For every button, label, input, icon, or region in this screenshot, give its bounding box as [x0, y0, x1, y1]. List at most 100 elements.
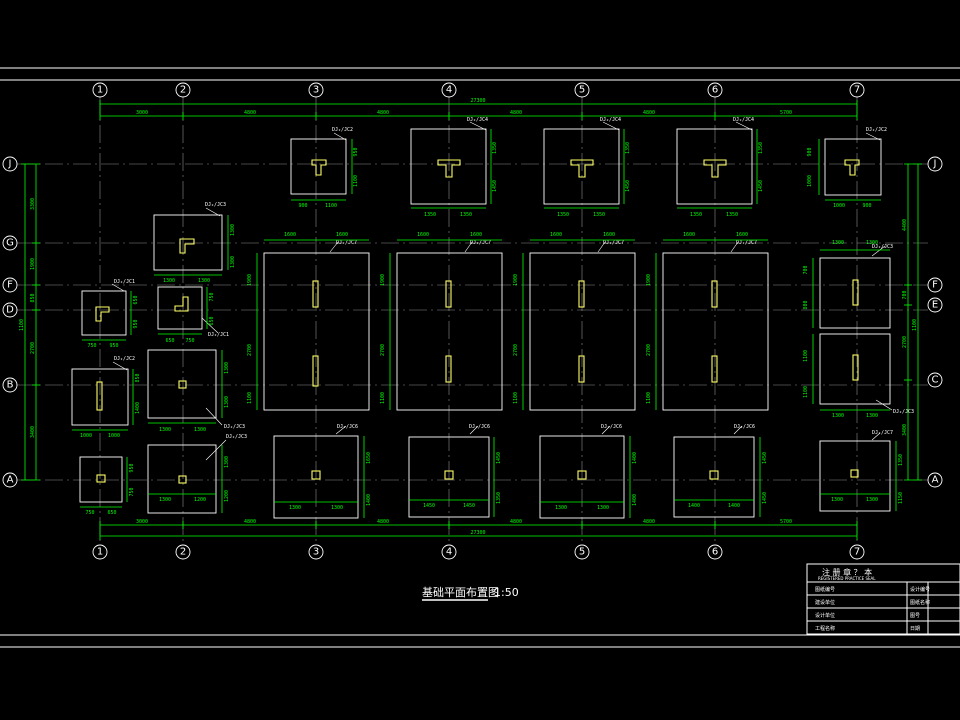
footing-g-2[interactable]: DJ₂/JC3 1300 1300 1300 1300: [153, 202, 236, 284]
svg-text:1400: 1400: [688, 503, 700, 509]
svg-text:650: 650: [209, 316, 215, 325]
title-block-subheader: REGISTERED PRACTICE SEAL: [818, 576, 876, 581]
dim-top-5: 4800: [643, 110, 655, 116]
svg-text:1350: 1350: [496, 492, 502, 504]
axis-label-C-right: C: [932, 375, 939, 386]
footing-a-6[interactable]: DJ₂/JC6 1400 1400 1450 1450: [673, 424, 768, 518]
footing-combined-5[interactable]: DJ₂/JC7 1600 1600 1900 2700 1100: [513, 232, 636, 411]
axis-label-3: 3: [313, 85, 319, 96]
axis-label-3-bottom: 3: [313, 547, 319, 558]
svg-text:1300: 1300: [832, 240, 844, 246]
svg-text:1300: 1300: [224, 362, 230, 374]
axis-label-5-bottom: 5: [579, 547, 585, 558]
svg-text:1300: 1300: [194, 427, 206, 433]
title-block-right-row-2: 图纸名称: [910, 599, 930, 606]
dim-bottom-6: 5700: [780, 519, 792, 525]
axis-label-E-right: E: [932, 300, 938, 311]
dim-top-1: 3000: [136, 110, 148, 116]
svg-text:1300: 1300: [159, 427, 171, 433]
axis-label-D-left: D: [6, 305, 14, 316]
dim-right-1: 4400: [902, 219, 908, 231]
footing-combined-3[interactable]: DJ₂/JC7 1600 1600 1900 2700 1100: [247, 232, 370, 411]
footing-d-2[interactable]: DJ₂/JC1 650 750 750 650: [157, 286, 229, 344]
svg-text:1450: 1450: [762, 492, 768, 504]
svg-text:1450: 1450: [758, 180, 764, 192]
svg-text:1300: 1300: [159, 497, 171, 503]
footing-f-7[interactable]: DJ₂/JC3 1300 1300 700 800: [803, 240, 893, 329]
svg-text:1400: 1400: [366, 494, 372, 506]
dim-bottom-4: 4800: [510, 519, 522, 525]
svg-text:1200: 1200: [194, 497, 206, 503]
footing-a-4[interactable]: DJ₂/JC6 1450 1450 1450 1350: [408, 424, 502, 518]
footing-tag-big6: DJ₂/JC7: [736, 240, 757, 246]
footing-j-3[interactable]: DJ₂/JC2 900 1100 950 1100: [290, 127, 359, 209]
footing-a-3[interactable]: DJ₂/JC6 1300 1300 1650 1400: [273, 424, 372, 519]
axis-label-A-left: A: [7, 475, 14, 486]
dim-top-4: 4800: [510, 110, 522, 116]
axis-label-F-left: F: [7, 280, 13, 291]
svg-text:1350: 1350: [492, 142, 498, 154]
bottom-dimension-chain: 3000 4800 4800 4800 4800 5700 27300: [99, 519, 858, 540]
dim-left-5: 2700: [30, 342, 36, 354]
svg-text:1400: 1400: [632, 494, 638, 506]
drawing-title-block: 基础平面布置图 1:50: [422, 586, 519, 601]
svg-text:900: 900: [298, 203, 307, 209]
dim-top-6: 5700: [780, 110, 792, 116]
left-axis-bubbles: J G F D B A: [2, 156, 18, 488]
svg-text:950: 950: [129, 463, 135, 472]
svg-text:2700: 2700: [380, 344, 386, 356]
axis-label-7: 7: [854, 85, 860, 96]
top-dimension-chain: 27300 3000 4800 4800 4800 4800 5700: [99, 98, 858, 120]
svg-text:1450: 1450: [496, 452, 502, 464]
overall-dim-bottom: 27300: [470, 530, 485, 536]
footing-combined-4[interactable]: DJ₂/JC7 1600 1600 1900 2700 1100: [380, 232, 503, 411]
footing-tag-c7: DJ₂/JC3: [893, 409, 914, 415]
axis-label-4: 4: [446, 85, 452, 96]
footing-a-2[interactable]: DJ₂/JC3 1300 1200 1300 1200: [147, 434, 247, 514]
footing-tag-a3: DJ₂/JC6: [337, 424, 358, 430]
title-block-header: 注 册 章 ？ 本: [822, 567, 872, 577]
axis-label-6: 6: [712, 85, 718, 96]
footing-tag-j4: DJ₂/JC4: [467, 117, 488, 123]
footing-b-2[interactable]: DJ₂/JC3 1300 1300 1300 1300: [147, 349, 245, 433]
axis-label-F-right: F: [932, 280, 938, 291]
footing-tag-a6: DJ₂/JC6: [734, 424, 755, 430]
svg-text:1000: 1000: [833, 203, 845, 209]
dim-left-3: 850: [30, 293, 36, 302]
footing-a-5[interactable]: DJ₂/JC6 1300 1300 1400 1400: [539, 424, 638, 519]
title-block-right-row-3: 图号: [910, 613, 920, 619]
footing-d-1[interactable]: DJ₂/JC1 750 950 650 950: [81, 279, 139, 349]
footing-combined-6[interactable]: DJ₂/JC7 1600 1600 1900 2700 1100: [646, 232, 769, 411]
dim-right-5: 3400: [902, 424, 908, 436]
footing-tag-f7: DJ₂/JC3: [872, 244, 893, 250]
svg-text:750: 750: [129, 487, 135, 496]
footing-j-6[interactable]: DJ₂/JC4 1350 1350 1350 1450: [676, 117, 764, 218]
svg-text:650: 650: [165, 338, 174, 344]
footing-j-4[interactable]: DJ₂/JC4 1350 1350 1350 1450: [410, 117, 498, 218]
svg-text:1350: 1350: [460, 212, 472, 218]
svg-text:1600: 1600: [603, 232, 615, 238]
svg-text:1350: 1350: [424, 212, 436, 218]
svg-text:1600: 1600: [336, 232, 348, 238]
svg-text:1300: 1300: [224, 456, 230, 468]
svg-text:1100: 1100: [803, 350, 809, 362]
svg-text:1300: 1300: [866, 240, 878, 246]
footing-a-1[interactable]: 750 650 950 750: [79, 456, 135, 516]
svg-text:1400: 1400: [728, 503, 740, 509]
svg-text:1350: 1350: [593, 212, 605, 218]
svg-text:1650: 1650: [366, 452, 372, 464]
svg-text:1900: 1900: [247, 274, 253, 286]
footing-a-7[interactable]: DJ₂/JC7 1300 1300 1350 1150: [819, 430, 904, 512]
footing-tag-j7: DJ₂/JC2: [866, 127, 887, 133]
axis-label-G-left: G: [6, 238, 14, 249]
axis-label-A-right: A: [932, 475, 939, 486]
footing-j-5[interactable]: DJ₂/JC4 1350 1350 1350 1450: [543, 117, 631, 218]
footing-tag-big4: DJ₂/JC7: [470, 240, 491, 246]
footing-tag-j5: DJ₂/JC4: [600, 117, 621, 123]
svg-text:1150: 1150: [898, 492, 904, 504]
footing-b-1[interactable]: DJ₂/JC2 1000 1000 850 1400: [71, 356, 141, 439]
footing-c-7[interactable]: DJ₂/JC3 1300 1300 1100 1100: [803, 333, 914, 419]
footing-j-7[interactable]: DJ₂/JC2 1000 900 900 1000: [807, 127, 887, 209]
svg-text:1350: 1350: [726, 212, 738, 218]
